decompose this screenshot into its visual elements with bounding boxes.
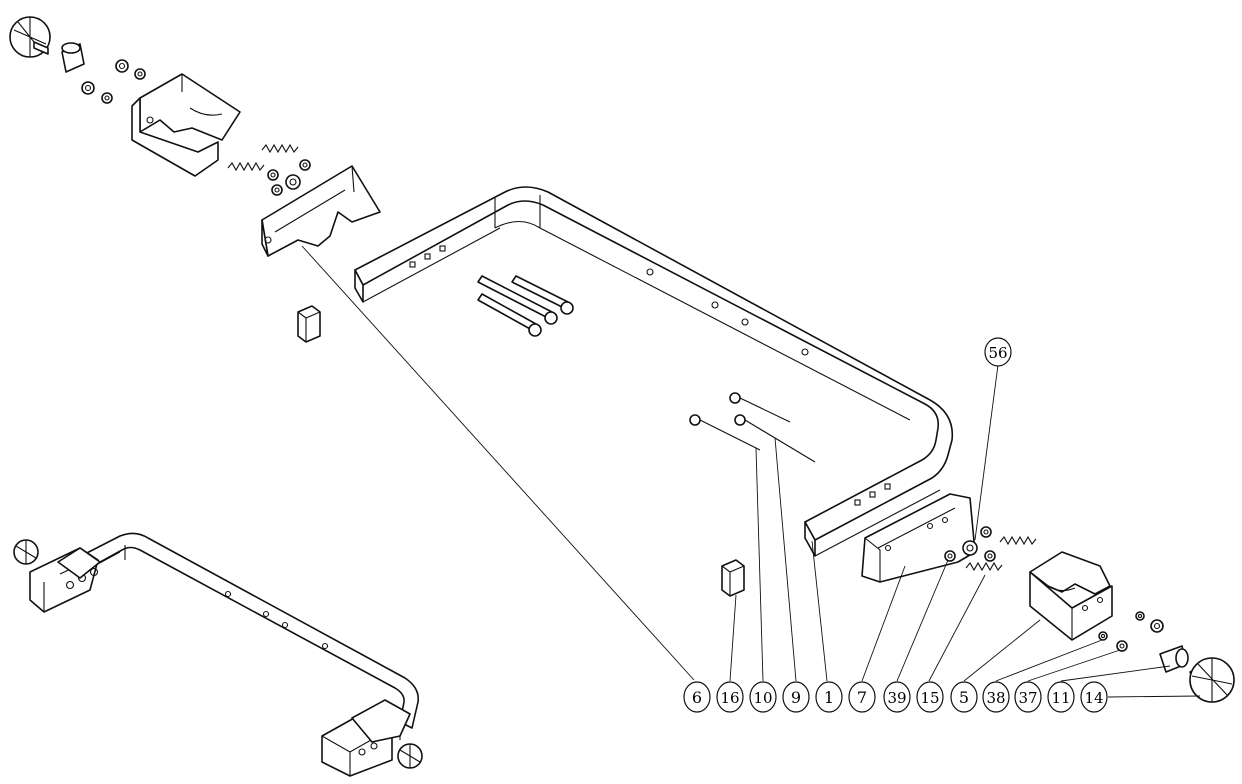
callout-38: 38 bbox=[982, 681, 1010, 713]
svg-text:5: 5 bbox=[959, 688, 969, 707]
callout-37: 37 bbox=[1014, 681, 1042, 713]
svg-text:9: 9 bbox=[791, 688, 801, 707]
top-left-angle-plate bbox=[261, 165, 381, 257]
svg-text:14: 14 bbox=[1084, 689, 1103, 707]
right-knob bbox=[1189, 657, 1235, 703]
svg-text:56: 56 bbox=[988, 344, 1007, 362]
svg-text:6: 6 bbox=[692, 688, 702, 707]
bolts-9-10 bbox=[689, 392, 816, 463]
callout-39: 39 bbox=[883, 681, 911, 713]
top-left-end-cap bbox=[297, 305, 321, 343]
svg-text:10: 10 bbox=[753, 689, 772, 707]
right-clamp-bracket bbox=[1029, 551, 1113, 641]
callout-15: 15 bbox=[916, 681, 944, 713]
callout-10: 10 bbox=[749, 681, 777, 713]
top-left-knob bbox=[9, 16, 51, 58]
callout-9: 9 bbox=[782, 681, 810, 713]
callout-balloons: 6 16 10 9 1 7 39 15 bbox=[683, 337, 1108, 713]
svg-text:11: 11 bbox=[1051, 689, 1070, 707]
right-end-cap bbox=[721, 559, 745, 597]
svg-text:16: 16 bbox=[720, 689, 739, 707]
svg-text:37: 37 bbox=[1018, 689, 1037, 707]
top-left-spacer bbox=[61, 42, 85, 73]
callout-56: 56 bbox=[984, 337, 1012, 367]
long-pins bbox=[477, 275, 574, 337]
svg-text:15: 15 bbox=[920, 689, 939, 707]
assembled-view bbox=[13, 532, 423, 777]
leader-lines bbox=[301, 245, 1201, 698]
top-left-springs bbox=[227, 143, 311, 196]
svg-text:1: 1 bbox=[824, 688, 834, 707]
frame-holes bbox=[409, 245, 891, 506]
right-washers bbox=[1098, 611, 1164, 652]
svg-text:39: 39 bbox=[887, 689, 906, 707]
u-frame-part bbox=[354, 186, 954, 557]
right-nuts-springs bbox=[944, 526, 1037, 572]
callout-14: 14 bbox=[1080, 681, 1108, 713]
top-left-clamp-bracket bbox=[131, 73, 241, 177]
svg-text:7: 7 bbox=[857, 688, 867, 707]
callout-11: 11 bbox=[1047, 681, 1075, 713]
svg-text:38: 38 bbox=[986, 689, 1005, 707]
top-left-nuts bbox=[81, 59, 146, 104]
callout-16: 16 bbox=[716, 681, 744, 713]
callout-5: 5 bbox=[950, 681, 978, 713]
callout-6: 6 bbox=[683, 681, 711, 713]
callout-7: 7 bbox=[848, 681, 876, 713]
callout-1: 1 bbox=[815, 681, 843, 713]
right-angle-plate bbox=[861, 493, 976, 583]
right-spacer bbox=[1159, 645, 1189, 673]
